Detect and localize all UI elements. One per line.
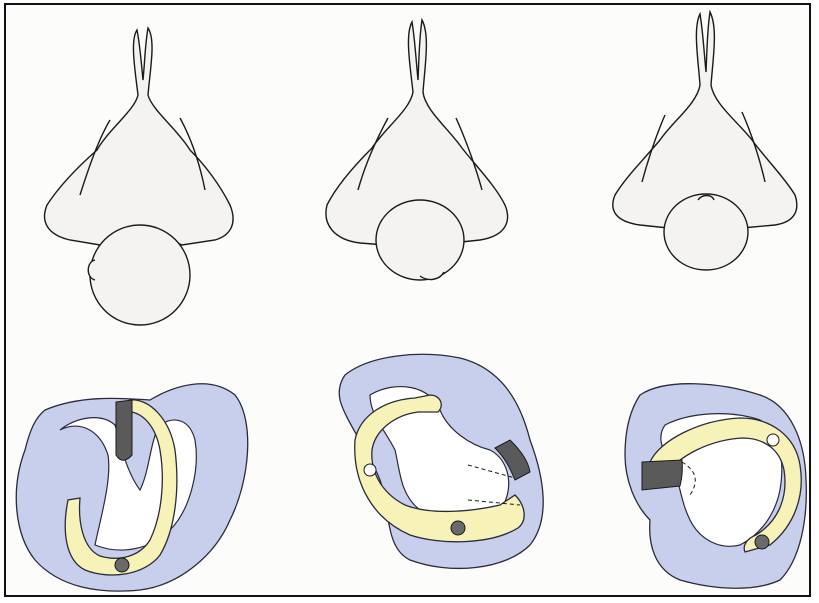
cupula: [116, 400, 132, 460]
head: [90, 225, 190, 325]
labyrinth-3: [625, 384, 806, 589]
labyrinth-1: [16, 384, 247, 591]
open-circle: [364, 464, 376, 476]
body-figure-1: [45, 28, 234, 325]
otolith-dot: [451, 521, 465, 535]
labyrinth-2: [339, 354, 543, 568]
otolith-dot: [115, 558, 129, 572]
cupula: [642, 460, 682, 490]
ear: [88, 260, 95, 280]
otolith-dot: [755, 535, 769, 549]
body-figure-3: [613, 12, 797, 270]
body-figure-2: [326, 20, 508, 280]
body-outline: [45, 28, 234, 245]
open-circle: [767, 434, 779, 446]
head: [376, 200, 464, 280]
head: [664, 194, 748, 270]
